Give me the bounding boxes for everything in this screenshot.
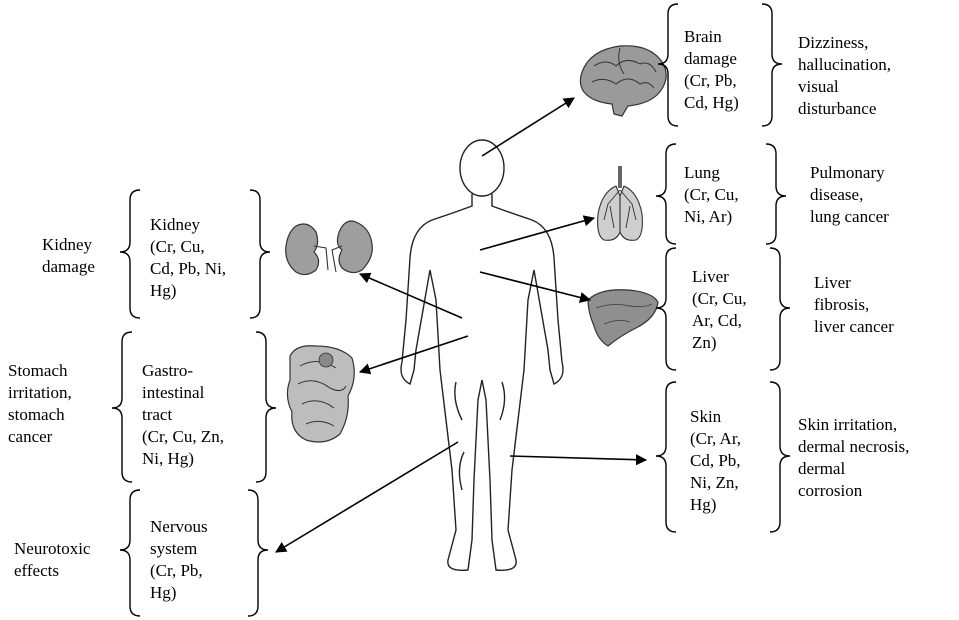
digestive-tract-icon bbox=[286, 345, 355, 443]
human-body-icon bbox=[400, 139, 564, 571]
skin-bracket-left bbox=[655, 381, 677, 533]
nervous-bracket-right bbox=[247, 489, 269, 617]
lung-effect-label: Pulmonary disease, lung cancer bbox=[810, 163, 889, 226]
kidney-bracket-left bbox=[119, 189, 141, 319]
brain-bracket-right bbox=[761, 3, 783, 127]
liver-effect-label: Liver fibrosis, liver cancer bbox=[814, 273, 894, 336]
arrow-to-liver bbox=[479, 271, 592, 303]
nervous-effect-label: Neurotoxic effects bbox=[14, 539, 91, 580]
liver-bracket-left bbox=[655, 247, 677, 371]
brain-bracket-left bbox=[657, 3, 679, 127]
kidney-bracket-right bbox=[249, 189, 271, 319]
arrows bbox=[275, 97, 648, 553]
arrow-to-nervous bbox=[275, 441, 459, 553]
brain-icon bbox=[579, 45, 667, 117]
nervous-organ-label: Nervous system (Cr, Pb, Hg) bbox=[150, 517, 208, 602]
gi-organ-label: Gastro- intestinal tract (Cr, Cu, Zn, Ni… bbox=[142, 361, 224, 468]
arrow-to-brain bbox=[481, 97, 575, 157]
lung-bracket-left bbox=[655, 143, 677, 245]
skin-organ-label: Skin (Cr, Ar, Cd, Pb, Ni, Zn, Hg) bbox=[690, 407, 742, 514]
liver-organ-label: Liver (Cr, Cu, Ar, Cd, Zn) bbox=[692, 267, 747, 352]
gi-bracket-right bbox=[255, 331, 277, 483]
lung-bracket-right bbox=[765, 143, 787, 245]
kidney-effect-label: Kidney damage bbox=[42, 235, 95, 276]
brain-effect-label: Dizziness, hallucination, visual disturb… bbox=[798, 33, 892, 118]
gi-bracket-left bbox=[111, 331, 133, 483]
arrow-to-skin bbox=[509, 454, 648, 466]
liver-icon bbox=[587, 289, 659, 347]
arrow-to-kidney bbox=[358, 272, 463, 319]
lungs-icon bbox=[597, 166, 643, 241]
arrow-to-lung bbox=[479, 215, 596, 251]
skin-bracket-right bbox=[769, 381, 791, 533]
brain-organ-label: Brain damage (Cr, Pb, Cd, Hg) bbox=[684, 27, 739, 112]
lung-organ-label: Lung (Cr, Cu, Ni, Ar) bbox=[684, 163, 739, 226]
nervous-bracket-left bbox=[119, 489, 141, 617]
kidneys-icon bbox=[285, 220, 373, 276]
liver-bracket-right bbox=[769, 247, 791, 371]
gi-effect-label: Stomach irritation, stomach cancer bbox=[8, 361, 72, 446]
skin-effect-label: Skin irritation, dermal necrosis, dermal… bbox=[798, 415, 910, 500]
kidney-organ-label: Kidney (Cr, Cu, Cd, Pb, Ni, Hg) bbox=[150, 215, 227, 300]
brackets bbox=[111, 3, 791, 617]
arrow-to-gi bbox=[358, 335, 469, 375]
